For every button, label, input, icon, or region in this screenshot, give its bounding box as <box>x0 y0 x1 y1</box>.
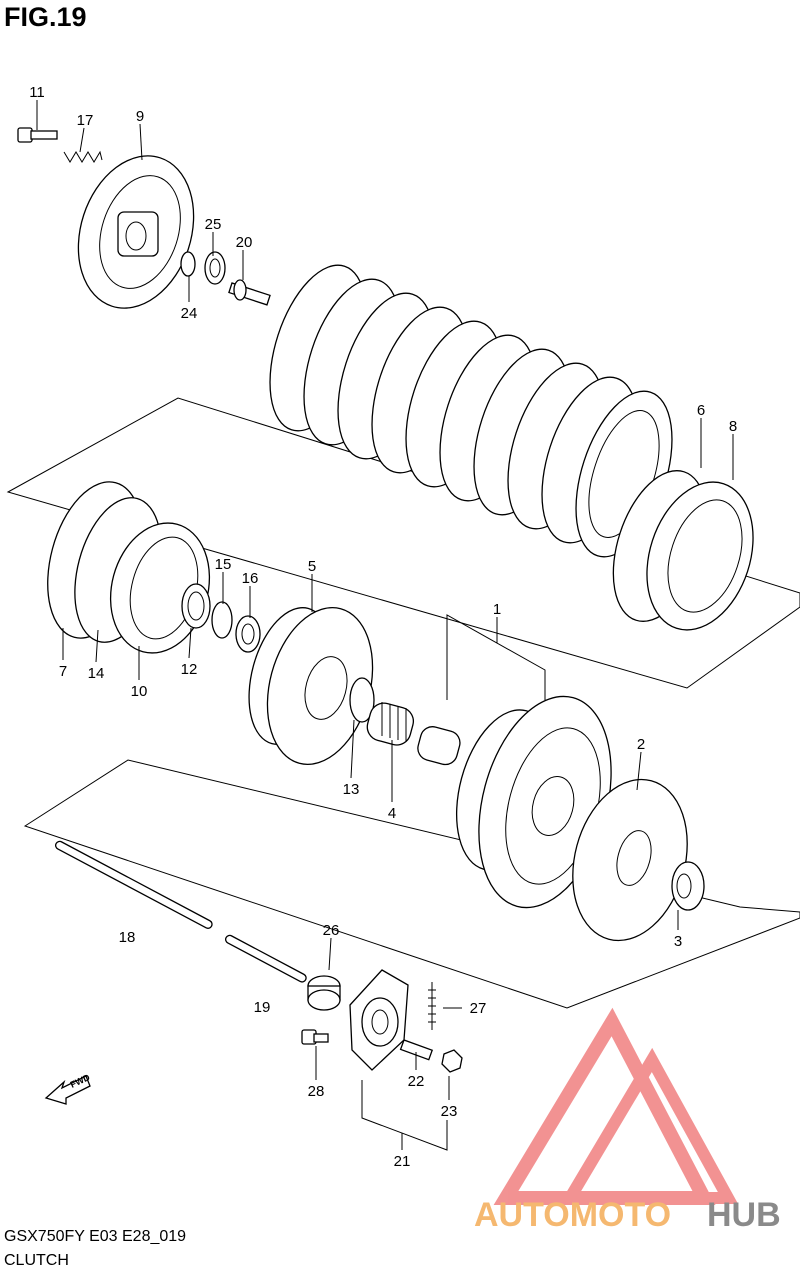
part-number-label: 2 <box>637 736 645 753</box>
left-plate-group <box>47 481 211 654</box>
bolt-28-part <box>301 1029 329 1045</box>
part-number-label: 8 <box>729 418 737 435</box>
washer-15-part <box>211 601 233 639</box>
sleeve-hub-part <box>248 606 374 766</box>
push-rod-18-part <box>55 840 213 929</box>
part-number-label: 17 <box>77 112 94 129</box>
part-number-label: 9 <box>136 108 144 125</box>
clutch-plate-stack <box>269 264 673 558</box>
part-number-label: 24 <box>181 305 198 322</box>
part-number-label: 14 <box>88 665 105 682</box>
part-number-labels: 11 17 9 25 20 24 6 8 7 14 10 12 15 16 5 … <box>29 84 737 1170</box>
oil-pump-drive-gear-part <box>572 778 688 942</box>
part-number-label: 7 <box>59 663 67 680</box>
pressure-plate-part <box>77 155 195 309</box>
part-number-label: 13 <box>343 781 360 798</box>
watermark-word-b: HUB <box>707 1196 781 1234</box>
part-number-label: 5 <box>308 558 316 575</box>
leader-lines <box>36 100 734 1151</box>
spring-washer-16-part <box>235 615 261 653</box>
needle-bearing-part <box>366 702 415 746</box>
part-number-label: 27 <box>470 1000 487 1017</box>
nut-23-part <box>441 1049 463 1073</box>
part-number-label: 4 <box>388 805 396 822</box>
spring-part <box>63 150 103 163</box>
automotohub-watermark-logo <box>493 1007 739 1205</box>
return-spring-part <box>428 982 436 1030</box>
washer-3-part <box>671 861 705 911</box>
bearing-part <box>204 251 226 285</box>
bushing-26-part <box>307 975 341 1011</box>
part-number-label: 6 <box>697 402 705 419</box>
part-number-label: 19 <box>254 999 271 1016</box>
part-number-label: 11 <box>29 84 45 101</box>
part-number-label: 26 <box>323 922 340 939</box>
washer-part <box>180 251 196 277</box>
part-number-label: 10 <box>131 683 148 700</box>
section-name-caption: CLUTCH <box>4 1252 69 1269</box>
part-number-label: 12 <box>181 661 198 678</box>
release-arm-assembly-part <box>349 969 409 1071</box>
figure-title: FIG.19 <box>4 2 87 32</box>
part-number-label: 25 <box>205 216 222 233</box>
part-number-label: 18 <box>119 929 136 946</box>
upper-assembly-frame <box>6 397 800 689</box>
forward-direction-arrow: FWD <box>44 1072 92 1105</box>
push-rod-19-part <box>225 934 307 983</box>
part-number-label: 23 <box>441 1103 458 1120</box>
watermark-word-a: AUTOMOTO <box>474 1196 671 1234</box>
lower-assembly-frame <box>23 759 800 1009</box>
part-number-label: 16 <box>242 570 259 587</box>
stud-22-part <box>399 1039 434 1061</box>
part-number-label: 1 <box>493 601 501 618</box>
part-number-label: 22 <box>408 1073 425 1090</box>
collar-12-part <box>181 583 211 629</box>
part-number-label: 15 <box>215 556 232 573</box>
part-number-label: 21 <box>394 1153 411 1170</box>
part-number-label: 3 <box>674 933 682 950</box>
part-number-label: 28 <box>308 1083 325 1100</box>
spacer-part <box>417 726 461 766</box>
model-code-caption: GSX750FY E03 E28_019 <box>4 1228 187 1245</box>
push-piece-part <box>228 279 271 306</box>
driven-plate-8-part <box>646 481 754 631</box>
part-number-label: 20 <box>236 234 253 251</box>
thrust-washer-13-part <box>349 677 375 723</box>
bolt-part <box>17 127 58 143</box>
